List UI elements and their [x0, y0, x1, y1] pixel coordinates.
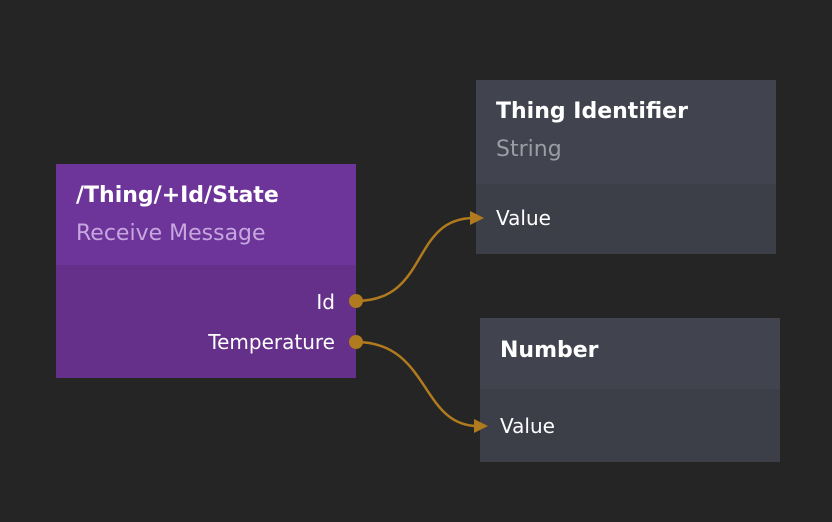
port-label-id: Id — [316, 290, 335, 314]
thing-identifier-node[interactable]: Thing Identifier String Value — [476, 80, 776, 254]
node-subtitle: Receive Message — [76, 221, 266, 246]
node-header: Number — [480, 318, 780, 389]
node-title: Number — [500, 338, 599, 363]
node-subtitle: String — [496, 137, 562, 162]
port-label-value: Value — [500, 414, 555, 438]
connection-id-to-value[interactable] — [355, 216, 475, 303]
port-label-temperature: Temperature — [208, 330, 335, 354]
node-header: Thing Identifier String — [476, 80, 776, 184]
receive-message-node[interactable]: /Thing/+Id/State Receive Message Id Temp… — [56, 164, 356, 378]
node-title: Thing Identifier — [496, 99, 688, 124]
connection-temperature-to-value[interactable] — [355, 340, 479, 428]
node-header: /Thing/+Id/State Receive Message — [56, 164, 356, 265]
node-title: /Thing/+Id/State — [76, 183, 279, 208]
port-label-value: Value — [496, 206, 551, 230]
number-node[interactable]: Number Value — [480, 318, 780, 462]
